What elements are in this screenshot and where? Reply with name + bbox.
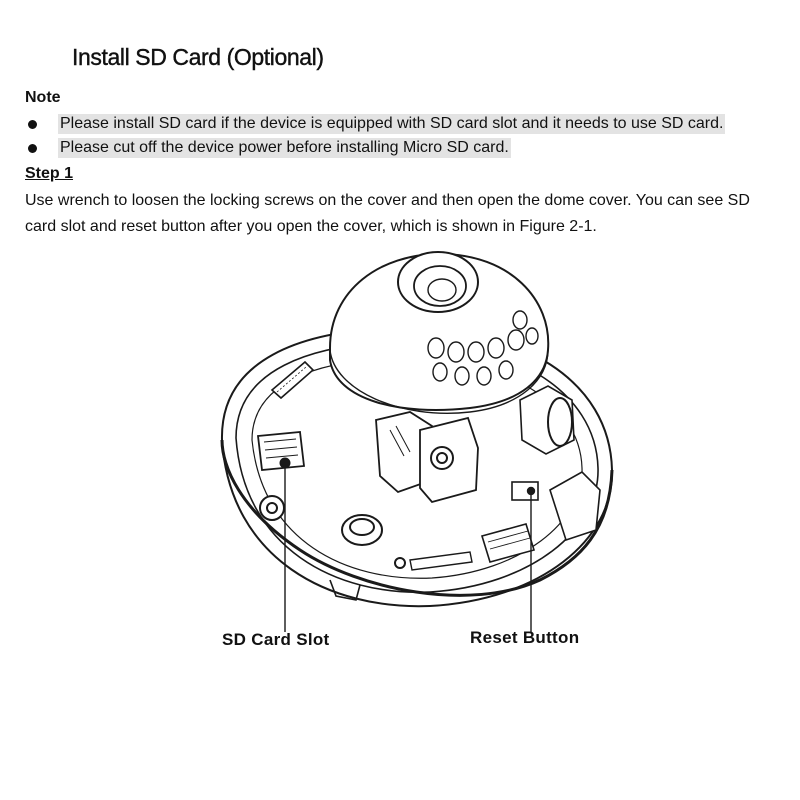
note-item: Please cut off the device power before i… [25, 137, 511, 159]
bullet-icon [28, 119, 37, 129]
step-description: Use wrench to loosen the locking screws … [25, 192, 750, 235]
note-text: Please cut off the device power before i… [58, 138, 511, 158]
sd-card-slot-label: SD Card Slot [222, 630, 330, 649]
step-heading: Step 1 [25, 165, 74, 182]
section-title: Install SD Card (Optional) [72, 44, 324, 70]
dome-camera-diagram [220, 251, 614, 632]
reset-button-label: Reset Button [470, 628, 580, 647]
note-item: Please install SD card if the device is … [25, 113, 726, 135]
note-text: Please install SD card if the device is … [58, 114, 726, 134]
note-heading: Note [25, 89, 61, 106]
bullet-icon [28, 143, 37, 153]
